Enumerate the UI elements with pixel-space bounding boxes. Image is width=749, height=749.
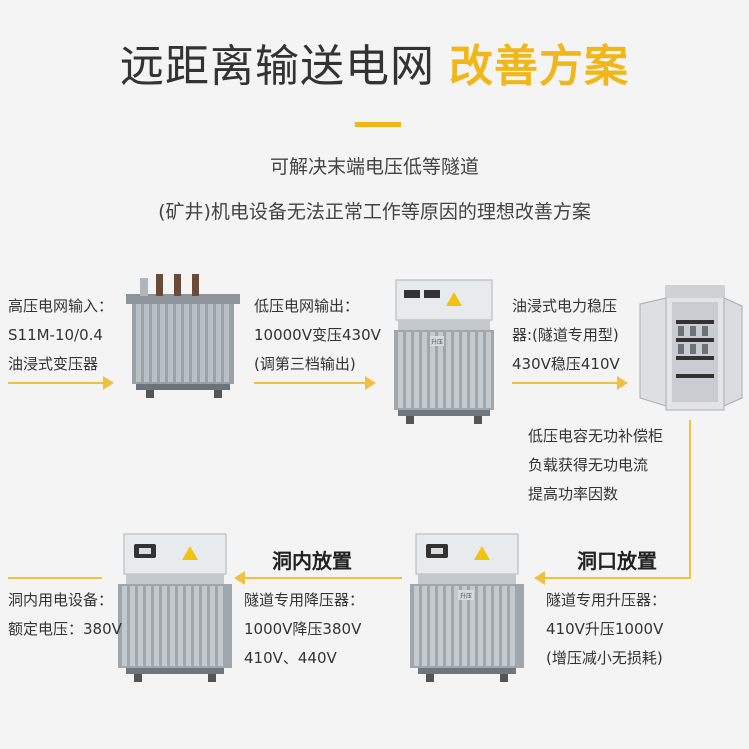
output-line-1: 低压电网输出： xyxy=(254,297,360,315)
input-line-3: 油浸式变压器 xyxy=(8,355,99,373)
arrow-head-4 xyxy=(534,571,545,585)
subtitle-line-1: 可解决末端电压低等隧道 xyxy=(269,156,479,178)
inside-line-2: 1000V降压380V xyxy=(244,620,362,638)
portal-line-2: 410V升压1000V xyxy=(546,620,664,638)
portal-heading: 洞口放置 xyxy=(577,549,657,573)
arrow-line-6 xyxy=(8,577,102,579)
arrow-line-1 xyxy=(8,382,104,384)
arrow-line-3 xyxy=(512,382,618,384)
arrow-head-2 xyxy=(365,376,376,390)
oil-transformer-image xyxy=(126,274,240,398)
equipment-line-1: 洞内用电设备： xyxy=(8,591,114,609)
page-title: 远距离输送电网改善方案 xyxy=(0,30,749,94)
output-description: 低压电网输出： 10000V变压430V (调第三档输出) xyxy=(254,292,381,379)
stabilizer-description: 油浸式电力稳压 器:(隧道专用型) 430V稳压410V xyxy=(512,292,620,379)
output-line-2: 10000V变压430V xyxy=(254,326,381,344)
inside-heading: 洞内放置 xyxy=(272,549,352,573)
inside-description: 隧道专用降压器： 1000V降压380V 410V、440V xyxy=(244,586,364,673)
arrow-line-2 xyxy=(254,382,366,384)
title-main: 远距离输送电网 xyxy=(120,41,435,92)
portal-line-1: 隧道专用升压器： xyxy=(546,591,667,609)
connector-vertical xyxy=(689,420,691,578)
arrow-line-5 xyxy=(244,577,402,579)
cabinet-line-3: 提高功率因数 xyxy=(528,485,619,503)
input-line-2: S11M-10/0.4 xyxy=(8,326,103,344)
cabinet-line-1: 低压电容无功补偿柜 xyxy=(528,427,664,445)
arrow-head-3 xyxy=(617,376,628,390)
equipment-description: 洞内用电设备： 额定电压：380V xyxy=(8,586,122,644)
stabilizer-line-1: 油浸式电力稳压 xyxy=(512,297,618,315)
title-underline xyxy=(355,122,401,127)
oil-stabilizer-image: 升压 xyxy=(394,279,494,424)
input-description: 高压电网输入： S11M-10/0.4 油浸式变压器 xyxy=(8,292,113,379)
capacitor-cabinet-image xyxy=(639,285,743,411)
output-line-3: (调第三档输出) xyxy=(254,355,356,373)
connector-horizontal xyxy=(544,577,691,579)
equipment-line-2: 额定电压：380V xyxy=(8,620,122,638)
arrow-head-5 xyxy=(234,571,245,585)
tunnel-stepdown-image xyxy=(118,533,232,682)
arrow-head-1 xyxy=(103,376,114,390)
portal-line-3: (增压减小无损耗) xyxy=(546,649,663,667)
input-line-1: 高压电网输入： xyxy=(8,297,114,315)
stabilizer-line-2: 器:(隧道专用型) xyxy=(512,326,619,344)
cabinet-description: 低压电容无功补偿柜 负载获得无功电流 提高功率因数 xyxy=(528,422,663,509)
inside-line-1: 隧道专用降压器： xyxy=(244,591,365,609)
cabinet-line-2: 负载获得无功电流 xyxy=(528,456,649,474)
booster-plate-label: 升压 xyxy=(460,592,472,600)
inside-line-3: 410V、440V xyxy=(244,649,337,667)
stabilizer-line-3: 430V稳压410V xyxy=(512,355,620,373)
subtitle-line-2: (矿井)机电设备无法正常工作等原因的理想改善方案 xyxy=(158,201,591,223)
portal-description: 隧道专用升压器： 410V升压1000V (增压减小无损耗) xyxy=(546,586,666,673)
stabilizer-plate-label: 升压 xyxy=(431,338,443,346)
title-accent: 改善方案 xyxy=(449,41,629,92)
tunnel-booster-image: 升压 xyxy=(410,533,524,682)
